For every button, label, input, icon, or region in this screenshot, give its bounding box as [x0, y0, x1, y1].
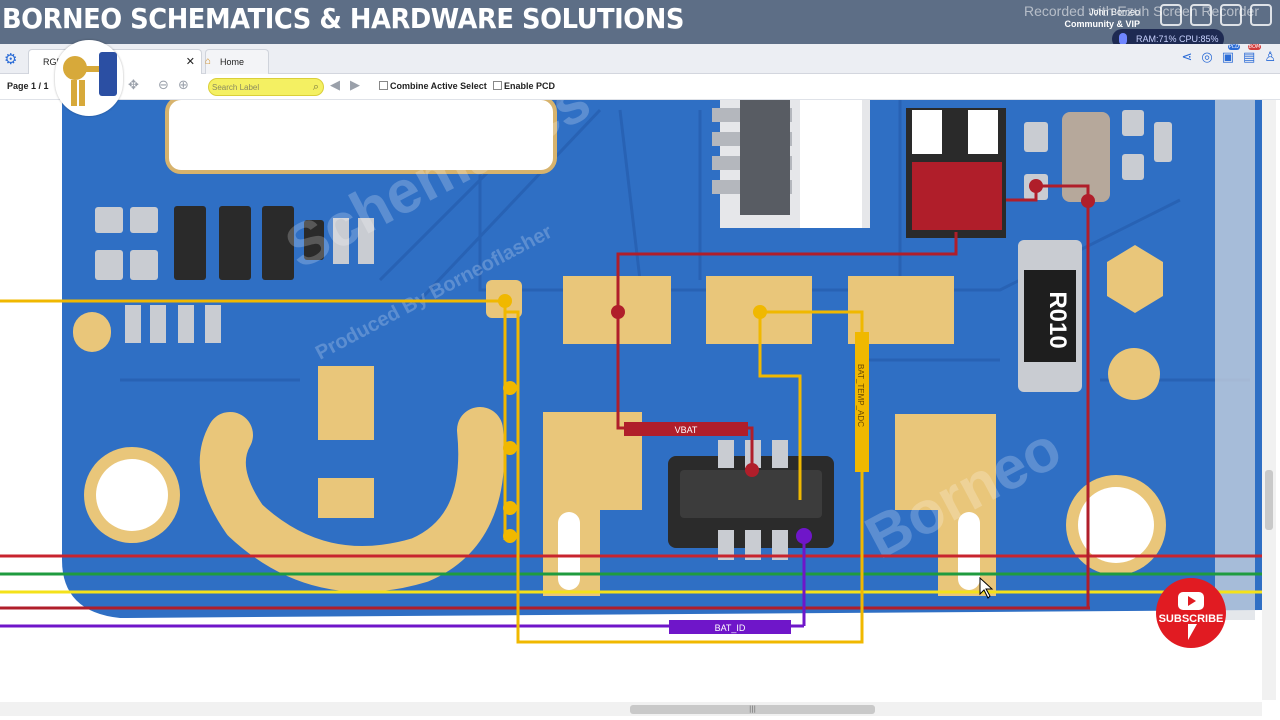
flex-connector: [712, 100, 870, 228]
window-icons: [1160, 4, 1272, 26]
vertical-scroll-thumb[interactable]: [1265, 470, 1273, 530]
youtube-play-icon: [1178, 592, 1204, 610]
mic-icon: [1119, 33, 1127, 45]
share-icon[interactable]: ⋖: [1181, 50, 1193, 65]
cpu-usage: CPU:85%: [1179, 34, 1219, 44]
resistor-marking: R010: [1044, 291, 1071, 348]
slot-left: [558, 512, 580, 590]
viewer-toolbar: Page 1 / 1 ✥ ⊖ ⊕ Search Label ⌕ ◀ ▶ Comb…: [0, 74, 1280, 100]
share-box-icon[interactable]: [1250, 4, 1272, 26]
close-tab-icon[interactable]: ✕: [185, 56, 195, 68]
home-icon: ⌂: [205, 56, 212, 67]
pcd-badge: PCD: [1227, 44, 1241, 50]
globe-icon[interactable]: ◎: [1201, 50, 1213, 65]
net-dots: [498, 179, 1095, 544]
settings-sliders-icon[interactable]: ⚙: [4, 50, 18, 68]
send-icon[interactable]: [1220, 4, 1242, 26]
horizontal-scroll-thumb[interactable]: |||: [630, 705, 875, 714]
next-result-icon[interactable]: ▶: [350, 78, 360, 93]
channel-title: BORNEO SCHEMATICS & HARDWARE SOLUTIONS: [2, 2, 684, 35]
pcb-board-image: R010 Schematics Produced By Borneoflashe…: [0, 100, 1262, 644]
slot-right: [958, 512, 980, 590]
bom-icon[interactable]: ▤BOM: [1243, 44, 1262, 65]
ram-usage: RAM:71%: [1136, 34, 1177, 44]
recorder-watermark: Recorded with Ezuh Screen Recorder: [1024, 3, 1260, 19]
phone-icon: [99, 52, 117, 96]
pad-small: [73, 312, 111, 352]
search-label-input[interactable]: Search Label ⌕: [208, 78, 324, 96]
search-icon[interactable]: ⌕: [312, 81, 319, 93]
battery-connector: [668, 440, 834, 560]
bom-badge: BOM: [1247, 44, 1262, 50]
hand-cursor-icon: [1188, 624, 1197, 640]
key-icon: [63, 56, 87, 80]
resistor-r010: R010: [1018, 240, 1082, 392]
bat-temp-label: BAT_TEMP_ADC: [856, 364, 865, 427]
prev-result-icon[interactable]: ◀: [330, 78, 340, 93]
channel-banner: BORNEO SCHEMATICS & HARDWARE SOLUTIONS R…: [0, 0, 1280, 44]
tab-bar: ⚙ RGER DATA.pdf ✕ ⌂ Home ⋖ ◎ ▣PCD ▤BOM ♙: [0, 44, 1280, 74]
smd-pads: [95, 206, 374, 343]
gold-ring: [199, 407, 505, 592]
schematic-viewer[interactable]: R010 Schematics Produced By Borneoflashe…: [0, 100, 1280, 720]
move-icon[interactable]: ✥: [128, 78, 139, 93]
user-info: John Borneo Community & VIP: [1064, 6, 1140, 30]
tab-home[interactable]: ⌂ Home: [205, 49, 269, 74]
pcd-icon[interactable]: ▣PCD: [1221, 44, 1241, 65]
vertical-scrollbar[interactable]: [1262, 100, 1276, 700]
user-role: Community & VIP: [1064, 19, 1140, 29]
vbat-label: VBAT: [675, 425, 698, 435]
enable-pcd-checkbox[interactable]: Enable PCD: [493, 81, 555, 91]
youtube-icon[interactable]: [1160, 4, 1182, 26]
bat-id-label: BAT_ID: [715, 623, 746, 633]
capacitor: [1062, 112, 1110, 202]
channel-logo: [55, 40, 123, 116]
board-edge: [1215, 100, 1255, 620]
mouse-cursor-icon: [979, 576, 994, 599]
horizontal-scrollbar[interactable]: |||: [0, 702, 1262, 716]
zoom-in-icon[interactable]: ⊕: [178, 78, 189, 93]
search-placeholder: Search Label: [212, 83, 260, 92]
zoom-out-icon[interactable]: ⊖: [158, 78, 169, 93]
edge-icon[interactable]: [1190, 4, 1212, 26]
vbat-label-box: [624, 422, 748, 436]
net-lines: [0, 299, 1262, 628]
bat-temp-label-box: [855, 332, 869, 472]
user-icon[interactable]: ♙: [1264, 50, 1276, 65]
page-indicator: Page 1 / 1: [7, 81, 49, 91]
right-tools: ⋖ ◎ ▣PCD ▤BOM ♙: [1181, 44, 1276, 65]
subscribe-label: SUBSCRIBE: [1158, 613, 1224, 625]
tab-home-label: Home: [220, 57, 245, 67]
user-name: John Borneo: [1088, 7, 1140, 17]
board-cutout: [165, 100, 557, 174]
net-bat-temp: [503, 301, 864, 644]
mosfet-component: [906, 108, 1006, 238]
bat-id-label-box: [669, 620, 791, 634]
combine-active-select-checkbox[interactable]: Combine Active Select: [379, 81, 487, 91]
